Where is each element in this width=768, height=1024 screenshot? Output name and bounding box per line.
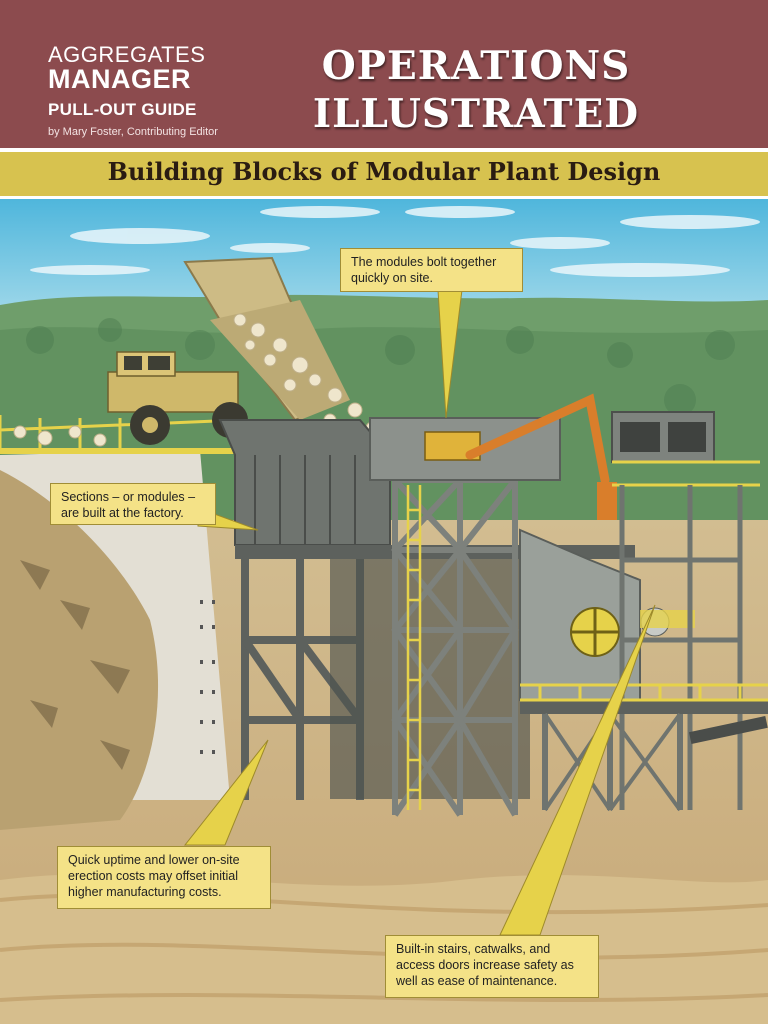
ladder — [406, 485, 422, 810]
catwalk — [520, 683, 768, 812]
callout-quick-uptime: Quick uptime and lower on-site erection … — [57, 846, 271, 909]
plant-illustration — [0, 199, 768, 1024]
clouds — [30, 206, 760, 277]
page-title: OPERATIONS ILLUSTRATED — [292, 42, 660, 138]
magazine-logo: AGGREGATES MANAGER PULL-OUT GUIDE by Mar… — [48, 42, 218, 139]
title-line-2: ILLUSTRATED — [312, 91, 640, 137]
brand-line-aggregates: AGGREGATES — [48, 42, 206, 67]
callout-built-in-stairs: Built-in stairs, catwalks, and access do… — [385, 935, 599, 998]
rock-pile — [13, 313, 379, 447]
masthead: AGGREGATES MANAGER PULL-OUT GUIDE by Mar… — [0, 0, 768, 148]
rock-cut — [0, 470, 159, 830]
dump-truck — [107, 256, 350, 445]
title-line-1: OPERATIONS — [321, 43, 631, 89]
top-railing — [0, 448, 240, 454]
byline: by Mary Foster, Contributing Editor — [48, 126, 218, 138]
rock-breaker-boom — [465, 393, 610, 485]
guide-label: PULL-OUT GUIDE — [48, 100, 197, 119]
divider — [0, 148, 768, 152]
stair-tower — [391, 477, 519, 817]
brand-line-manager: MANAGER — [48, 64, 191, 94]
callout-modules-bolt: The modules bolt together quickly on sit… — [340, 248, 523, 292]
callout-sections-built: Sections – or modules – are built at the… — [50, 483, 216, 525]
subtitle: Building Blocks of Modular Plant Design — [107, 157, 661, 186]
subtitle-bar: Building Blocks of Modular Plant Design — [0, 152, 768, 199]
